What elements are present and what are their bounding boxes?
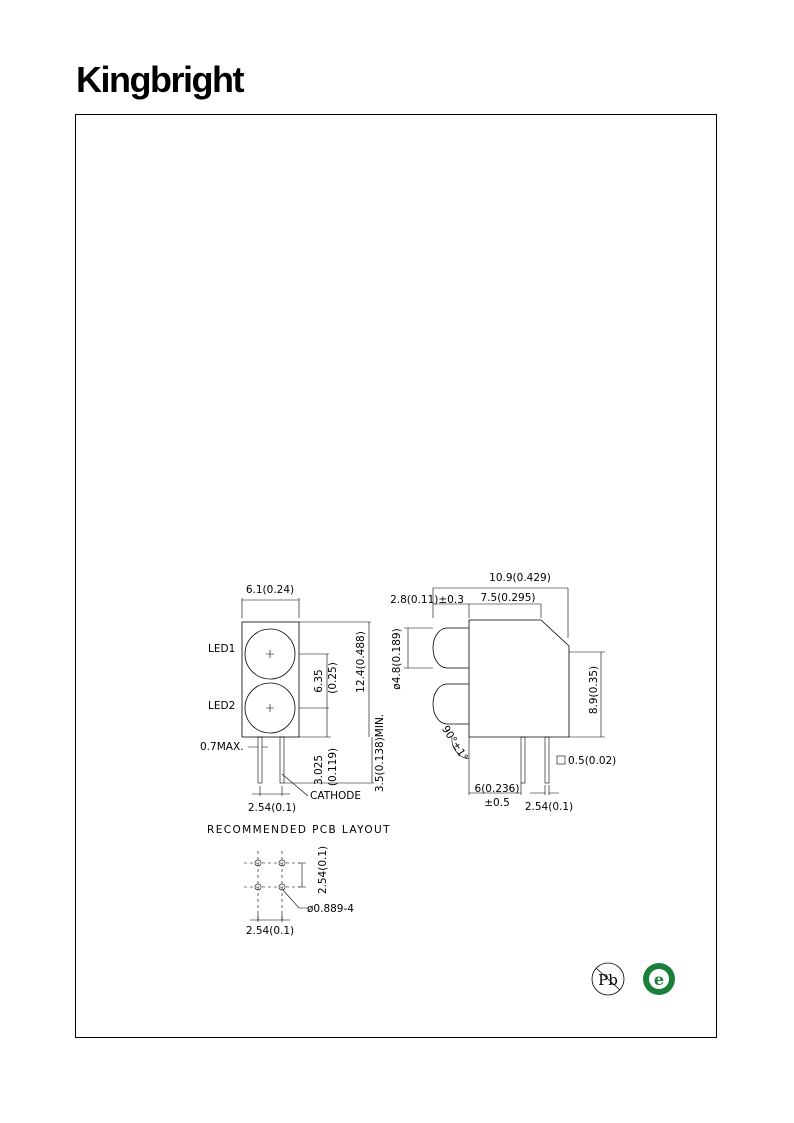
brand-logo: Kingbright [76,59,244,100]
led2-center-mark [266,704,274,712]
body-length-dim: 7.5(0.295) [481,592,536,604]
pcb-hole [254,859,262,867]
front-width-dim: 6.1(0.24) [246,584,294,596]
pitch-in-dim: (0.25) [327,662,339,694]
led1-center-mark [266,650,274,658]
cathode-leader [281,773,309,797]
cathode-label: CATHODE [310,790,361,802]
side-lens-bottom [432,683,469,725]
svg-text:e: e [654,970,664,989]
total-length-dim: 10.9(0.429) [489,572,551,584]
lead-offset-mm-dim: 3.025 [313,755,325,785]
pcb-horizontal-pitch-line [250,914,290,922]
body-height-dim-line [569,651,605,738]
lead-square-symbol [556,755,566,765]
front-view: 6.1(0.24) LED1 LED2 6.35 (0.25) 12.4(0.4… [200,584,386,814]
body-height-dim: 8.9(0.35) [588,666,600,714]
side-view: 10.9(0.429) 2.8(0.11)±0.3 7.5(0.295) ø4.… [390,572,616,813]
pcb-hole [278,859,286,867]
pcb-hole [278,883,286,891]
side-bottom-dim-lines [468,737,559,795]
side-lead-pitch-dim: 2.54(0.1) [525,801,573,813]
pcb-layout-title: RECOMMENDED PCB LAYOUT [207,824,391,836]
svg-text:Pb: Pb [598,971,618,989]
pcb-hole [254,883,262,891]
lead-min-dim: 3.5(0.138)MIN. [374,714,386,792]
side-lens-top [432,627,469,669]
front-lead-left [257,736,263,784]
pb-free-icon: Pb [591,962,625,996]
rohs-icon: e [643,963,675,995]
lead-square-dim: 0.5(0.02) [568,755,616,767]
height-dim: 12.4(0.488) [355,631,367,693]
front-lead-pitch-dim: 2.54(0.1) [248,802,296,814]
lead-max-dim: 0.7MAX. [200,741,243,753]
side-lead-left [520,736,526,784]
lead-pos-tol: ±0.5 [484,797,510,809]
lead-offset-in-dim: (0.119) [327,748,339,786]
lens-diameter-dim-line [404,627,433,669]
pcb-layout: RECOMMENDED PCB LAYOUT 2.54(0.1) ø0.889-… [207,824,391,937]
lens-diameter-dim: ø4.8(0.189) [391,628,403,689]
drawing-frame [75,114,717,1038]
led1-lens [244,628,296,680]
side-lead-right [544,736,550,784]
side-body-outline [468,619,570,738]
pcb-grid-lines [244,851,300,921]
front-extension-lines [284,621,374,784]
angle-dim: 90°±1° [439,724,470,764]
front-body-outline [241,621,300,738]
side-top-dim-lines [432,587,569,638]
led2-label: LED2 [208,700,235,712]
led2-lens [244,682,296,734]
led1-label: LED1 [208,643,235,655]
pcb-hole-leader [282,889,309,909]
front-lead-right [279,736,285,784]
front-vertical-dim-lines [326,622,373,783]
front-width-dim-line [241,598,300,618]
pitch-mm-dim: 6.35 [313,669,325,692]
lead-pos-dim: 6(0.236) [475,783,520,795]
lens-offset-dim: 2.8(0.11)±0.3 [390,594,464,606]
pcb-vertical-pitch-line [298,862,306,888]
pcb-horizontal-pitch-dim: 2.54(0.1) [246,925,294,937]
front-lead-pitch-dim-line [252,786,290,796]
pcb-hole-dim: ø0.889-4 [307,903,354,915]
pcb-vertical-pitch-dim: 2.54(0.1) [317,846,329,894]
angle-arc [451,736,470,760]
